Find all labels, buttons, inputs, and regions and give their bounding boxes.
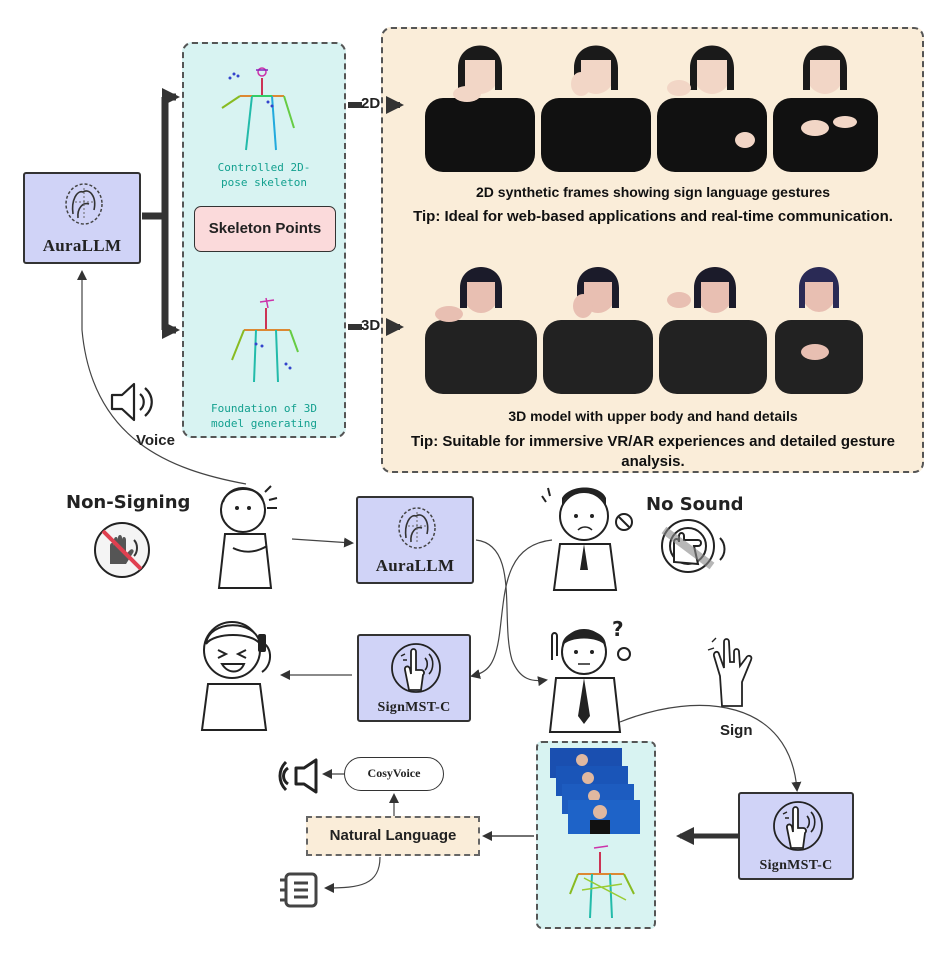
frame-2d: [425, 45, 535, 172]
voice-label: Voice: [136, 432, 175, 449]
output-skeleton-figure: [569, 845, 635, 919]
signmst-label-left: SignMST-C: [377, 700, 451, 715]
aurallm-label-mid: AuraLLM: [375, 556, 455, 575]
aurallm-box-top: AuraLLM: [23, 172, 141, 264]
caption-2d-line2: pose skeleton: [220, 176, 308, 189]
aurallm-box-mid: AuraLLM: [356, 496, 474, 584]
frustrated-boy-figure: [541, 487, 633, 591]
aurallm-label-top: AuraLLM: [42, 236, 122, 255]
signmst-label-right: SignMST-C: [759, 858, 833, 873]
frame-3d: [659, 267, 767, 394]
tip-3d-line2: analysis.: [621, 453, 685, 470]
frame-2d: [541, 45, 651, 172]
speaker-icon: [110, 382, 153, 422]
signmst-box-left: SignMST-C: [357, 634, 471, 722]
label-3d: 3D: [361, 317, 381, 334]
no-sound-label: No Sound: [646, 494, 744, 515]
child-figure: [217, 485, 278, 589]
skeleton-points-box: Skeleton Points: [194, 206, 336, 252]
tip-3d: Tip: Suitable for immersive VR/AR experi…: [384, 432, 922, 472]
brain-icon: [398, 507, 436, 549]
video-frame: [568, 800, 640, 834]
frame-3d: [425, 267, 537, 394]
no-sound-hand-icon: [661, 519, 726, 573]
question-mark-icon: ?: [612, 617, 624, 641]
caption-3d-line2: model generating: [211, 417, 317, 430]
caption-2d-frames: 2D synthetic frames showing sign languag…: [476, 184, 830, 200]
document-icon: [280, 872, 318, 908]
natural-language-box: Natural Language: [306, 816, 480, 856]
non-signing-label: Non-Signing: [66, 492, 191, 513]
sign-arrow: [619, 704, 802, 792]
nl-to-doc-arrow: [324, 856, 381, 893]
sign-hand-icon: [391, 643, 441, 693]
output-speaker-icon: [278, 758, 318, 794]
caption-3d-line1: Foundation of 3D: [211, 402, 317, 415]
raised-hand-icon: [707, 637, 753, 707]
skeleton-2d-figure: [221, 67, 295, 151]
voice-arrow: [77, 270, 247, 485]
sign-label: Sign: [720, 722, 753, 739]
aurallm-to-man-arrow: [475, 539, 548, 687]
child-to-aurallm-arrow: [291, 537, 354, 548]
boy-to-signmst-arrow: [470, 539, 553, 679]
brain-icon: [65, 183, 103, 225]
frames-3d: [425, 256, 885, 401]
signmst-box-right: SignMST-C: [738, 792, 854, 880]
caption-3d-frames: 3D model with upper body and hand detail…: [508, 408, 798, 424]
confused-man-figure: ?: [548, 617, 631, 733]
caption-3d-skeleton: Foundation of 3D model generating: [186, 401, 342, 431]
tip-2d: Tip: Ideal for web-based applications an…: [413, 208, 893, 225]
frames-2d: [425, 28, 885, 179]
mute-hand-icon: [94, 522, 150, 578]
sign-hand-icon: [773, 801, 823, 851]
frame-2d: [657, 45, 767, 172]
caption-2d-line1: Controlled 2D-: [217, 161, 311, 174]
label-2d: 2D: [361, 95, 381, 112]
caption-2d-skeleton: Controlled 2D- pose skeleton: [186, 160, 342, 190]
happy-child-figure: [200, 621, 271, 731]
skeleton-3d-figure: [231, 297, 299, 383]
bracket-connector: [142, 88, 180, 339]
frame-2d: [773, 45, 878, 172]
cosyvoice-box: CosyVoice: [344, 757, 444, 791]
tip-3d-line1: Tip: Suitable for immersive VR/AR experi…: [410, 433, 896, 450]
video-frames-stack: [550, 748, 640, 919]
frame-3d: [775, 267, 863, 394]
frame-3d: [543, 267, 653, 394]
